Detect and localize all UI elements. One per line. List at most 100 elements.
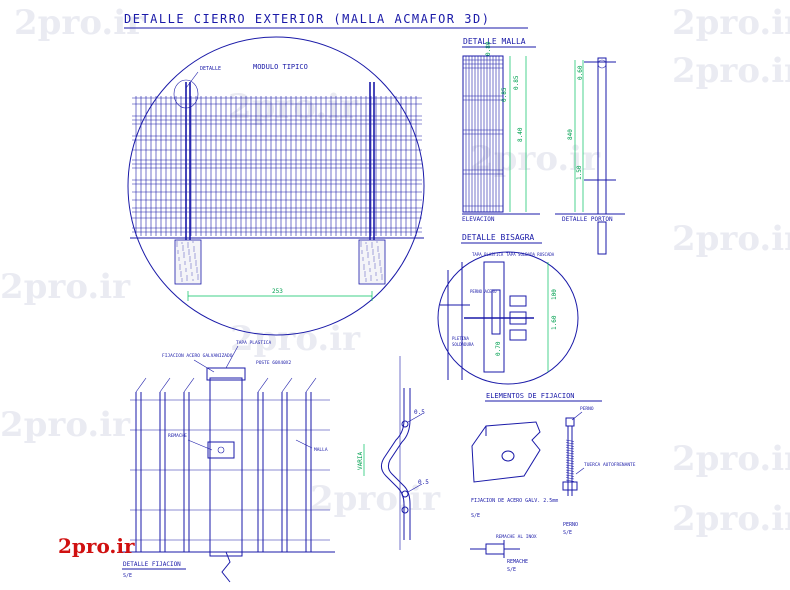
- piece-label: PERNO: [563, 522, 578, 528]
- hatch-dot: [177, 252, 179, 254]
- leader-line: [295, 439, 313, 449]
- brand-logo[interactable]: 2pro.ir: [58, 534, 135, 558]
- hatch-dot: [186, 279, 188, 281]
- hatch-dot: [179, 268, 181, 270]
- hatch-dot: [195, 262, 197, 264]
- thread-line: [565, 457, 575, 460]
- detalle-fijacion: FIJACION ACERO GALVANIZADO TAPA PLASTICA…: [120, 340, 335, 583]
- porton-label: DETALLE PORTON: [562, 216, 613, 223]
- hatch-dot: [185, 270, 187, 272]
- hatch-dot: [361, 250, 363, 252]
- bisagra-note: SOLDADURA: [452, 342, 474, 347]
- watermark: 2pro.ir: [672, 499, 790, 539]
- hatch-dot: [375, 274, 377, 276]
- hatch-dot: [379, 262, 381, 264]
- bolt-head: [565, 417, 575, 427]
- bolt-note: PERNO: [580, 406, 594, 412]
- piece-scale: S/E: [471, 513, 480, 519]
- watermark: 2pro.ir: [0, 267, 131, 307]
- hatch-dot: [372, 249, 374, 251]
- hatch-dot: [363, 266, 365, 268]
- hatch-dot: [370, 275, 372, 277]
- piece-scale: S/E: [563, 530, 572, 536]
- thread-line: [565, 439, 575, 442]
- hatch-dot: [184, 261, 186, 263]
- dimension-label: VARIA: [357, 452, 364, 470]
- hatch-dot: [378, 253, 380, 255]
- hatch-dot: [376, 279, 378, 281]
- hatch-dot: [182, 247, 184, 249]
- hatch-dot: [362, 259, 364, 261]
- hatch-dot: [181, 280, 183, 282]
- hatch-dot: [373, 256, 375, 258]
- wire-node: [401, 420, 409, 428]
- hatch-dot: [367, 256, 369, 258]
- hatch-dot: [193, 248, 195, 250]
- hatch-dot: [188, 249, 190, 251]
- hinge-barrel: [491, 289, 501, 335]
- hatch-dot: [187, 246, 189, 248]
- dimension-label: 840: [567, 129, 574, 140]
- thread-line: [565, 442, 575, 445]
- hatch-dot: [186, 275, 188, 277]
- hatch-dot: [375, 272, 377, 274]
- profile-wire: [387, 388, 411, 540]
- hatch-dot: [197, 278, 199, 280]
- hatch-dot: [374, 263, 376, 265]
- watermark: 2pro.ir: [672, 3, 790, 43]
- hatch-dot: [196, 269, 198, 271]
- rivet: [217, 446, 225, 454]
- hatch-dot: [187, 242, 189, 244]
- dimension-label: 0.85: [501, 87, 508, 102]
- sheet-title: DETALLE CIERRO EXTERIOR (MALLA ACMAFOR 3…: [124, 12, 490, 26]
- hatch-dot: [190, 267, 192, 269]
- hatch-dot: [366, 245, 368, 247]
- hatch-dot: [180, 275, 182, 277]
- watermark: 2pro.ir: [672, 439, 790, 479]
- hatch-dot: [371, 242, 373, 244]
- hatch-dot: [188, 253, 190, 255]
- hatch-dot: [372, 253, 374, 255]
- rivet-note: REMACHE AL INOX: [496, 534, 537, 540]
- hatch-dot: [370, 279, 372, 281]
- hatch-dot: [192, 241, 194, 243]
- fijacion-note: FIJACION ACERO GALVANIZADO: [162, 353, 233, 359]
- detalle-malla: DETALLE MALLA 0.80 0.85 0.85 8.40 0.60 8…: [462, 37, 625, 255]
- hatch-dot: [360, 241, 362, 243]
- bracket-hole: [501, 450, 515, 462]
- hatch-dot: [360, 245, 362, 247]
- hatch-dot: [365, 278, 367, 280]
- dimension-label: 0.80: [485, 41, 492, 56]
- fijacion-note: POSTE 60X40X2: [256, 360, 292, 366]
- hatch-dot: [192, 279, 194, 281]
- watermark: 2pro.ir: [14, 3, 145, 43]
- hatch-dot: [360, 243, 362, 245]
- bolt-note: TUERCA AUTOFRENANTE: [584, 462, 636, 468]
- hatch-dot: [371, 244, 373, 246]
- elementos-title: ELEMENTOS DE FIJACION: [486, 392, 575, 400]
- hatch-dot: [365, 280, 367, 282]
- hatch-dot: [195, 260, 197, 262]
- rivet-body: [485, 543, 505, 555]
- hatch-dot: [368, 263, 370, 265]
- fijacion-title: DETALLE FIJACION: [123, 561, 181, 568]
- wire-node: [401, 506, 409, 514]
- hatch-dot: [373, 258, 375, 260]
- thread-line: [565, 472, 575, 475]
- dimension-label: 1.60: [551, 315, 558, 330]
- detail-tag: DETALLE: [200, 66, 221, 72]
- thread-line: [565, 467, 575, 470]
- hatch-dot: [380, 269, 382, 271]
- hatch-dot: [185, 268, 187, 270]
- hatch-dot: [179, 264, 181, 266]
- hatch-dot: [377, 246, 379, 248]
- scale-label: S/E: [123, 573, 132, 579]
- watermark-layer: 2pro.ir 2pro.ir 2pro.ir 2pro.ir 2pro.ir …: [0, 3, 790, 539]
- modulo-title: MODULO TIPICO: [253, 63, 308, 71]
- bisagra-note: PLETINA: [452, 336, 469, 341]
- hatch-dot: [193, 246, 195, 248]
- hatch-dot: [378, 257, 380, 259]
- hatch-dot: [181, 278, 183, 280]
- fence-wire: [183, 377, 195, 393]
- modulo-tipico-detail: MODULO TIPICO DETALLE 253: [127, 36, 425, 336]
